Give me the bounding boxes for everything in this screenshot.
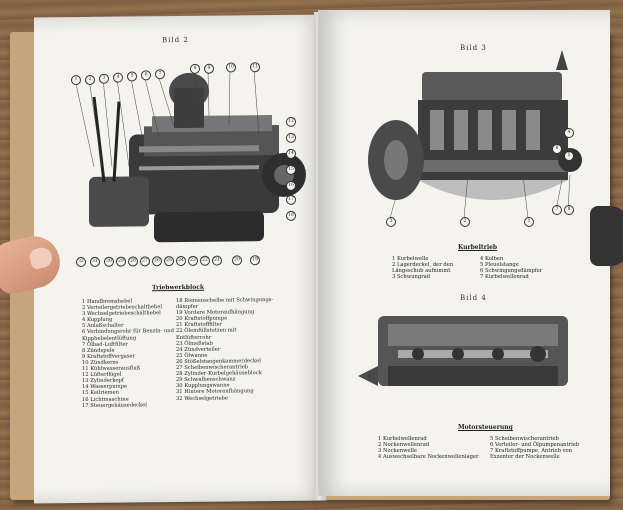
legend-item: 7 Kraftstoffpumpe, Antrieb von [490,448,572,455]
legend-top-column-2: 4 Kolben 5 Pleuelstange 6 Schwingungsdäm… [480,256,542,280]
callout-23: 23 [188,255,198,266]
legend-item: 2 Nockenwellenrad [378,442,430,449]
legend-item: 3 Schwungrad [392,274,431,281]
legend-top-column-1: 1 Kurbelwelle 2 Lagerdeckel, der den Län… [392,256,453,280]
callout-27: 27 [140,256,150,267]
callout-28: 28 [128,256,138,267]
callout-9: 9 [204,63,214,74]
callout-20: 20 [232,255,242,266]
callout-18: 18 [286,210,296,221]
callout-25: 25 [164,256,174,267]
callout-19: 19 [250,255,260,266]
legend-item: 5 Pleuelstange [480,262,519,269]
legend-item: Längsschub aufnimmt [392,268,451,275]
callout-14: 14 [286,148,296,159]
callout-4: 4 [113,72,123,83]
legend-item: 6 Verbindungsrohr für Benzin- und [82,328,174,336]
legend-item: 3 Nockenwelle [378,448,417,455]
legend-item: 2 Lagerdeckel, der den [392,262,454,269]
callout-26: 26 [152,256,162,267]
callout-15: 15 [286,164,296,175]
legend-bottom-column-1: 1 Kurbelwellenrad 2 Nockenwellenrad 3 No… [378,436,478,460]
callout-29: 29 [116,256,126,267]
legend-bottom-column-2: 5 Scheibenwischerantrieb 6 Verteiler- un… [490,436,579,460]
legend-item: 1 Kurbelwelle [392,256,429,262]
legend-item: 5 Scheibenwischerantrieb [490,436,559,442]
legend-item: 4 Kolben [480,256,504,262]
callout-22: 22 [200,255,210,266]
callout-16: 16 [286,180,296,191]
legend-item: 1 Kurbelwellenrad [378,436,427,442]
engine-block-illustration [74,70,306,243]
callout-12: 12 [286,116,296,127]
callout-17: 17 [286,194,296,205]
legend-item: 17 Steuergehäusedeckel [82,401,147,409]
right-page: Bild 3 4 5 3 2 1 7 8 6 Kurbeltrieb 1 Kur… [318,10,610,496]
callout-30: 30 [104,256,114,267]
callout-6: 6 [141,70,151,81]
callout-5: 5 [127,71,137,82]
legend-item: 4 Auswechselbare Nockenwellenlager [378,454,479,461]
callout-top-7: 7 [552,205,562,215]
legend-column-2: 18 Riemenscheibe mit Schwingungs- dämpfe… [176,297,273,402]
legend-item: 32 Wechselgetriebe [176,394,228,402]
callout-32: 32 [76,256,86,268]
timing-gear-illustration [358,316,568,386]
callout-top-2: 2 [460,217,470,227]
callout-2: 2 [85,74,95,85]
callout-13: 13 [286,132,296,143]
callout-8: 8 [190,63,200,74]
legend-item: 6 Schwingungsdämpfer [480,268,543,275]
callout-top-5: 5 [564,151,574,161]
figure-caption-kurbeltrieb: Kurbeltrieb [458,244,498,251]
callout-21: 21 [212,255,222,266]
legend-item: Exzenter der Nockenwelle [490,454,560,461]
callout-11: 11 [250,62,260,73]
legend-item: 6 Verteiler- und Ölpumpenantrieb [490,442,580,449]
callout-10: 10 [226,62,236,73]
callout-top-1: 1 [524,217,534,227]
callout-top-8: 8 [564,205,574,215]
left-page: Bild 2 1 2 3 4 5 6 7 8 9 10 11 12 13 [34,14,326,504]
callout-top-6: 6 [552,144,562,154]
callout-1: 1 [71,75,81,86]
page-clip [590,206,623,266]
callout-7: 7 [155,69,165,80]
callout-24: 24 [176,255,186,267]
callout-31: 31 [90,256,100,267]
figure-title-bild-4: Bild 4 [460,294,487,302]
callout-3: 3 [99,73,109,84]
legend-column-1: 1 Handbremshebel 2 Verteilergetriebescha… [82,298,174,409]
figure-caption-triebwerkblock: Triebwerkblock [152,283,205,292]
figure-title-bild-3: Bild 3 [460,44,487,52]
legend-item: 7 Kurbelwellenrad [480,274,529,281]
callout-top-3: 3 [386,217,396,227]
figure-caption-motorsteuerung: Motorsteuerung [458,424,513,431]
callout-top-4: 4 [564,128,574,138]
